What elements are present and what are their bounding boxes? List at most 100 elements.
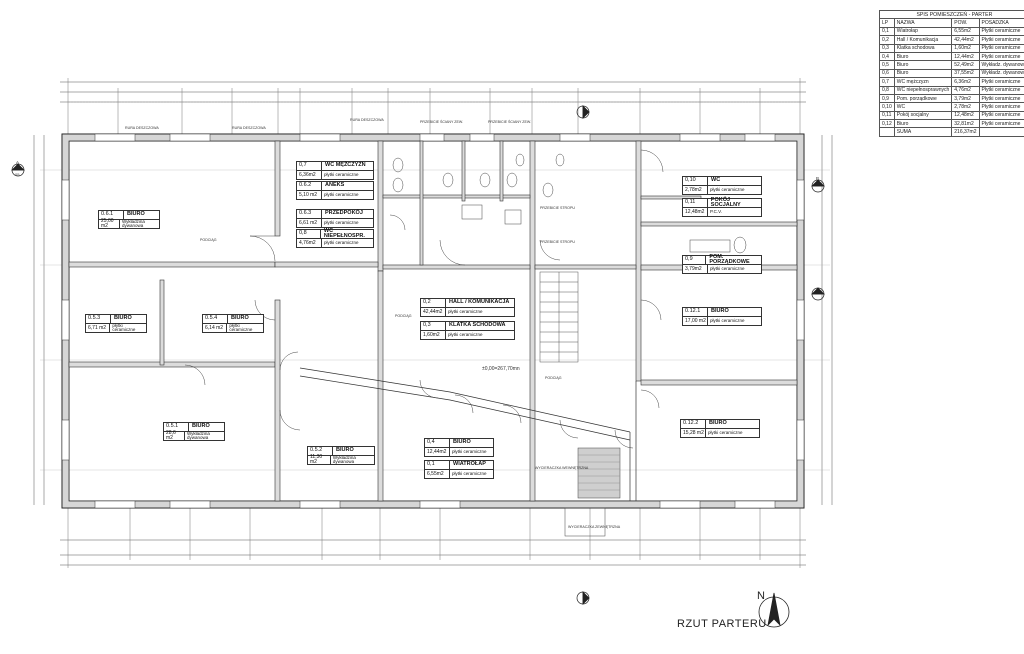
table-cell: Płytki ceramiczne — [978, 43, 1024, 53]
rain-pipe-label: RURA DESZCZOWA — [350, 118, 384, 122]
sanitary-fixtures — [392, 153, 747, 254]
table-cell: 6,55m2 — [951, 26, 980, 37]
door-swings — [184, 149, 664, 449]
table-cell: Biuro — [893, 60, 953, 70]
table-cell: Płytki ceramiczne — [978, 102, 1024, 112]
table-cell: 0,6 — [879, 68, 895, 79]
staircase — [539, 271, 579, 363]
mat-label: WYCIERACZKA ZEWNĘTRZNA — [568, 525, 621, 529]
room-schedule-table: SPIS POMIESZCZEŃ - PARTER LP NAZWA POW. … — [879, 9, 1024, 137]
table-cell: Płytki ceramiczne — [978, 119, 1024, 129]
table-cell: Pokój socjalny — [893, 110, 953, 121]
table-cell: 0,7 — [879, 77, 895, 87]
table-cell: 42,44m2 — [951, 35, 980, 45]
table-cell: Płytki ceramiczne — [978, 26, 1024, 37]
table-header-row: LP NAZWA POW. POSADZKA — [879, 18, 1024, 28]
section-markers — [11, 105, 825, 605]
table-cell: 2,78m2 — [951, 102, 980, 112]
slab-opening-label: PRZEBICIE STROPU — [540, 240, 575, 244]
table-cell: WC mężczyzn — [893, 77, 953, 87]
diagonal-wall — [299, 367, 637, 501]
table-cell: Wykładz. dywanowa — [978, 60, 1024, 70]
section-label: A — [16, 160, 20, 165]
wall-opening-label: PRZEBICIE ŚCIANY ZEW. — [420, 120, 464, 124]
table-cell: 12,44m2 — [951, 51, 980, 62]
beam-label: PODCIĄG — [200, 238, 217, 242]
north-label: N — [757, 590, 765, 602]
table-cell: 0,2 — [879, 35, 895, 45]
section-sub-label: 05 — [15, 172, 20, 177]
table-cell: 37,55m2 — [951, 68, 980, 79]
table-cell: 0,5 — [879, 60, 895, 70]
table-cell: Płytki ceramiczne — [978, 110, 1024, 121]
rain-pipe-label: RURA DESZCZOWA — [232, 126, 266, 130]
table-cell: 0,1 — [879, 26, 895, 37]
dimension-lines — [33, 78, 833, 568]
table-cell: Biuro — [893, 51, 953, 62]
table-cell: Płytki ceramiczne — [978, 77, 1024, 87]
table-cell: Płytki ceramiczne — [978, 51, 1024, 62]
table-cell: Wiatrołap — [893, 26, 953, 37]
table-cell: 1,60m2 — [951, 43, 980, 53]
table-cell: 52,49m2 — [951, 60, 980, 70]
table-cell: WC — [893, 102, 953, 112]
table-cell: Biuro — [893, 119, 953, 129]
table-cell: 0,4 — [879, 51, 895, 62]
table-cell: 0,9 — [879, 93, 895, 104]
table-cell: 0,3 — [879, 43, 895, 53]
table-cell: 0,10 — [879, 102, 895, 112]
section-label: B — [816, 176, 820, 181]
rain-pipe-label: RURA DESZCZOWA — [125, 126, 159, 130]
plan-title: RZUT PARTERU — [677, 618, 767, 630]
interior-walls — [68, 140, 798, 502]
table-cell: 12,48m2 — [951, 110, 980, 121]
table-cell: Pom. porządkowe — [893, 93, 953, 104]
mat-label: WYCIERACZKA WEWNĘTRZNA — [535, 466, 589, 470]
table-cell: Płytki ceramiczne — [978, 85, 1024, 95]
beam-label: PODCIĄG — [545, 376, 562, 380]
slab-opening-label: PRZEBICIE STROPU — [540, 206, 575, 210]
table-cell: Wykładz. dywanowa — [978, 68, 1024, 79]
level-label: ±0,00=267,70mn — [482, 366, 520, 372]
table-cell: WC niepełnosprawnych — [893, 85, 953, 95]
table-cell: 3,79m2 — [951, 93, 980, 104]
table-cell: Klatka schodowa — [893, 43, 953, 53]
table-cell: 0,11 — [879, 110, 895, 121]
table-cell: 0,12 — [879, 119, 895, 129]
table-cell: Hall / Komunikacja — [893, 35, 953, 45]
north-arrow — [758, 592, 790, 628]
table-cell: 4,76m2 — [951, 85, 980, 95]
wall-opening-label: PRZEBICIE ŚCIANY ZEW. — [488, 120, 532, 124]
table-cell: 6,36m2 — [951, 77, 980, 87]
table-cell: Płytki ceramiczne — [978, 35, 1024, 45]
beam-label: PODCIĄG — [395, 314, 412, 318]
table-cell: 0,8 — [879, 85, 895, 95]
